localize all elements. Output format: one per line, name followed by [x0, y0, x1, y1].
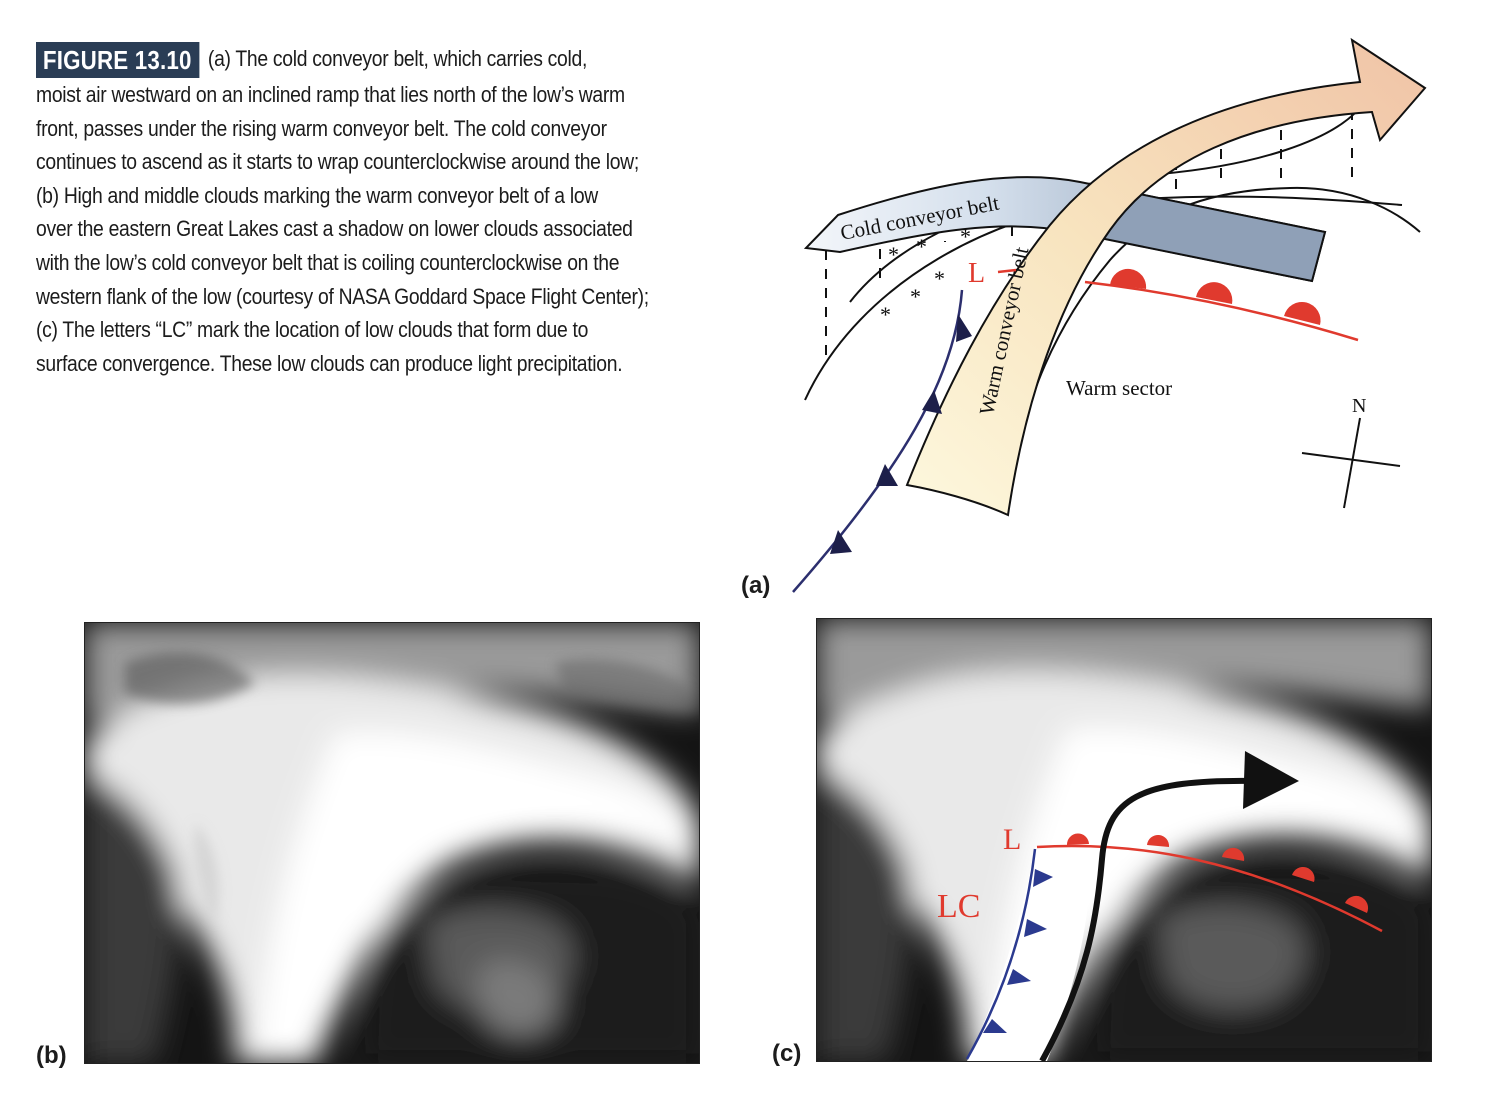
caption-line-1: FIGURE 13.10(a) The cold conveyor belt, … [36, 42, 707, 78]
snow-symbol: * [960, 224, 971, 249]
conveyor-arrow [1039, 777, 1258, 1061]
low-clouds-label: LC [937, 888, 980, 925]
caption-line-5: (b) High and middle clouds marking the w… [36, 182, 598, 208]
low-to-front-connector [997, 268, 1017, 274]
satellite-cloud-imagery-annotated: L LC [817, 619, 1431, 1061]
snow-symbol: * [916, 234, 927, 259]
snow-symbol: * [934, 266, 945, 291]
panel-b-label: (b) [36, 1042, 67, 1069]
conveyor-belt-diagram: Cold conveyor belt Warm conveyor belt Wa… [792, 37, 1427, 593]
snow-symbols: * * * * * * [880, 224, 971, 327]
caption-line-2: moist air westward on an inclined ramp t… [36, 82, 625, 107]
warm-conveyor-belt [905, 37, 1427, 517]
caption-line-4: continues to ascend as it starts to wrap… [36, 149, 639, 175]
warm-front [1084, 268, 1359, 342]
north-arrow-icon [1301, 417, 1401, 509]
snow-symbol: * [888, 242, 899, 267]
cold-front [792, 289, 972, 593]
snow-symbol: * [910, 284, 921, 309]
warm-sector-label: Warm sector [1066, 376, 1172, 400]
boundary-curves [804, 91, 1421, 501]
caption-line-8: western flank of the low (courtesy of NA… [36, 283, 649, 309]
warm-front-c [1036, 833, 1383, 933]
caption-line-3: front, passes under the rising warm conv… [36, 115, 607, 141]
figure-badge: FIGURE 13.10 [36, 42, 200, 78]
panel-c-label: (c) [772, 1040, 802, 1067]
snow-symbol: * [880, 302, 891, 327]
cold-front-c [965, 848, 1053, 1060]
satellite-image-c: L LC [816, 618, 1432, 1062]
north-label: N [1352, 395, 1366, 417]
caption-line-9: (c) The letters “LC” mark the location o… [36, 317, 589, 343]
satellite-image-b [84, 622, 700, 1064]
caption-line-6: over the eastern Great Lakes cast a shad… [36, 216, 633, 242]
figure-caption: FIGURE 13.10(a) The cold conveyor belt, … [36, 42, 707, 380]
warm-conveyor-band [967, 845, 1092, 1061]
satellite-cloud-imagery [85, 623, 699, 1063]
caption-line-7: with the low’s cold conveyor belt that i… [36, 249, 620, 275]
caption-line-10: surface convergence. These low clouds ca… [36, 350, 623, 376]
low-center-label: L [968, 258, 985, 289]
low-center-label-c: L [1003, 823, 1021, 856]
panel-a-label: (a) [741, 572, 771, 599]
arrow-head-icon [1243, 751, 1299, 809]
